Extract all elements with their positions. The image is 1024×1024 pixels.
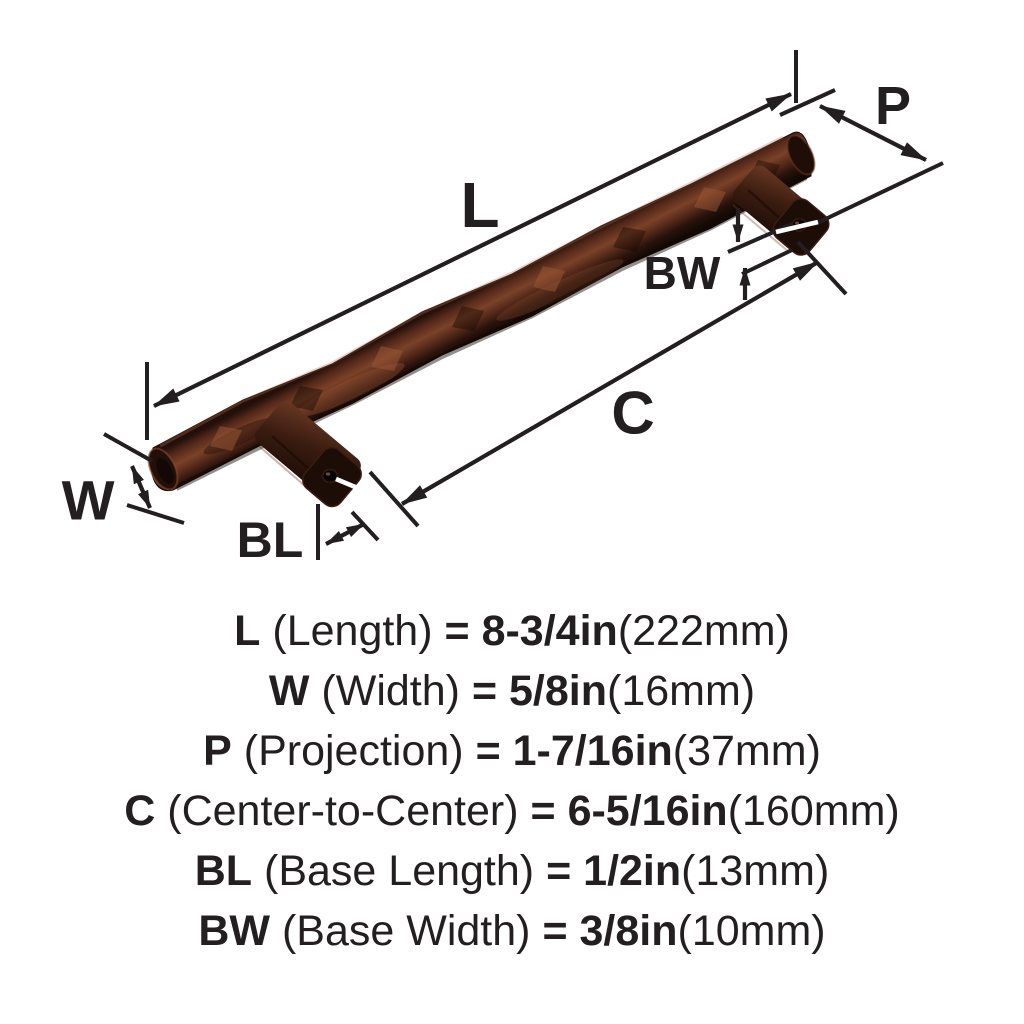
spec-code: W [268, 667, 310, 715]
dimension-annotations: L P BW [62, 50, 944, 568]
spec-imperial: 8-3/4in [481, 607, 618, 655]
dim-W-top-extension [103, 432, 153, 463]
spec-imperial: 3/8in [579, 907, 678, 955]
left-post-screw-hole [323, 470, 337, 482]
spec-equals: = [444, 607, 470, 655]
dim-BL-line [325, 522, 365, 546]
spec-equals: = [471, 667, 498, 715]
dim-C-left-leader [335, 476, 361, 492]
dim-BL-label: BL [237, 512, 304, 568]
dim-BW-label: BW [644, 247, 721, 299]
dim-P-top-extension [779, 88, 836, 117]
dim-C-line [400, 260, 820, 506]
right-post-hole-glint [795, 221, 799, 225]
spec-list: L (Length) = 8-3/4in(222mm)W (Width) = 5… [0, 601, 1024, 961]
spec-metric: (10mm) [677, 907, 826, 955]
dim-P-label: P [875, 76, 911, 136]
dim-W: W [62, 432, 185, 532]
dim-L-line [153, 92, 792, 408]
spec-imperial: 5/8in [509, 667, 608, 715]
spec-imperial: 1-7/16in [512, 727, 673, 775]
spec-line-L: L (Length) = 8-3/4in(222mm) [0, 601, 1024, 661]
spec-equals: = [530, 787, 556, 835]
spec-code: P [203, 727, 232, 775]
spec-code: BL [194, 847, 253, 895]
spec-imperial: 1/2in [583, 847, 682, 895]
left-post [255, 401, 362, 508]
dim-C-label: C [611, 380, 654, 447]
spec-code: C [124, 787, 156, 835]
spec-name: (Center-to-Center) [167, 787, 519, 835]
dim-P-bottom-extension [812, 161, 944, 227]
spec-imperial: 6-5/16in [567, 787, 728, 835]
spec-name: (Width) [321, 667, 460, 715]
spec-name: (Length) [272, 607, 433, 655]
spec-line-C: C (Center-to-Center) = 6-5/16in(160mm) [0, 781, 1024, 841]
spec-equals: = [546, 847, 572, 895]
left-post-hole-glint [325, 472, 331, 476]
spec-metric: (37mm) [672, 727, 821, 775]
dim-C-left-extension [368, 470, 420, 528]
dim-W-bottom-extension [126, 503, 185, 525]
dim-W-line [130, 465, 152, 509]
dim-C: C [335, 219, 848, 528]
spec-name: (Base Width) [281, 907, 531, 955]
spec-line-BW: BW (Base Width) = 3/8in(10mm) [0, 901, 1024, 961]
dim-W-label: W [62, 469, 115, 532]
spec-name: (Projection) [243, 727, 464, 775]
dim-BW-lower-extension [741, 248, 793, 276]
handle-bar-left-end-core [156, 458, 174, 484]
dim-BL-right-extension [350, 510, 380, 542]
dim-BL: BL [237, 504, 380, 568]
spec-equals: = [542, 907, 568, 955]
spec-equals: = [475, 727, 501, 775]
dim-P: P [779, 76, 944, 227]
spec-line-BL: BL (Base Length) = 1/2in(13mm) [0, 841, 1024, 901]
dim-P-line [819, 104, 927, 162]
spec-line-P: P (Projection) = 1-7/16in(37mm) [0, 721, 1024, 781]
spec-code: BW [198, 907, 271, 955]
spec-line-W: W (Width) = 5/8in(16mm) [0, 661, 1024, 721]
dim-C-right-leader [775, 219, 819, 235]
spec-metric: (13mm) [681, 847, 830, 895]
dim-L-label: L [460, 169, 499, 241]
dim-L: L [145, 50, 798, 440]
spec-metric: (16mm) [607, 667, 756, 715]
spec-code: L [234, 607, 261, 655]
spec-metric: (222mm) [617, 607, 790, 655]
spec-name: (Base Length) [264, 847, 535, 895]
dim-C-right-extension [796, 240, 848, 296]
handle-facet [210, 426, 242, 451]
spec-metric: (160mm) [727, 787, 900, 835]
